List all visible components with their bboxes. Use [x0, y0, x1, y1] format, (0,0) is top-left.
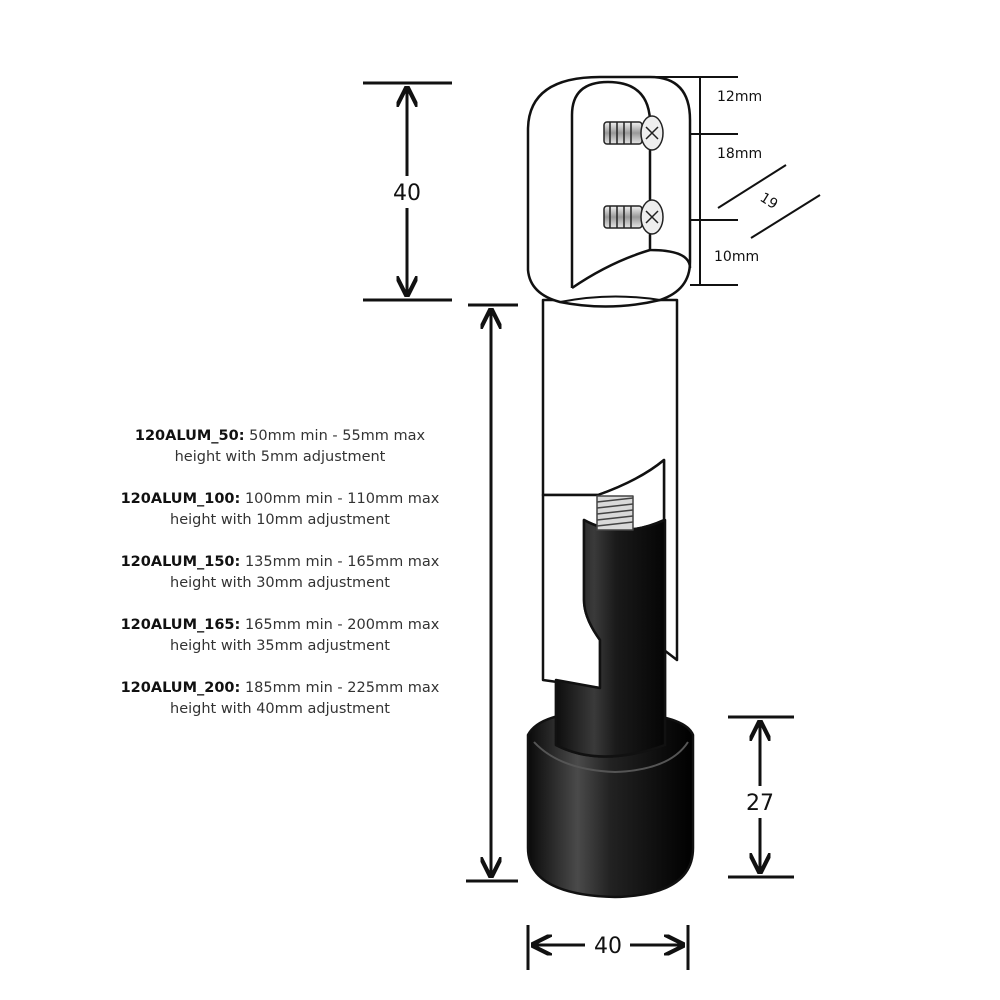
dimension-foot-width — [526, 925, 690, 970]
cap-bottom-gap-label: 10mm — [714, 249, 759, 265]
spec-item: 120ALUM_165: 165mm min - 200mm max heigh… — [120, 615, 440, 657]
spec-model: 120ALUM_150: — [120, 554, 241, 570]
spec-model: 120ALUM_50: — [134, 428, 245, 444]
spec-text: 50mm min - 55mm max height with 5mm adju… — [174, 428, 426, 465]
spec-model: 120ALUM_100: — [120, 491, 241, 507]
cap-height-label: 40 — [393, 181, 421, 206]
foot-height-label: 27 — [746, 791, 774, 816]
spec-text: 135mm min - 165mm max height with 30mm a… — [170, 554, 440, 591]
model-specifications: 120ALUM_50: 50mm min - 55mm max height w… — [120, 426, 440, 741]
end-cap — [526, 75, 692, 308]
cap-height-label-bg — [390, 176, 424, 208]
spec-item: 120ALUM_150: 135mm min - 165mm max heigh… — [120, 552, 440, 594]
spec-model: 120ALUM_165: — [120, 617, 241, 633]
spec-item: 120ALUM_50: 50mm min - 55mm max height w… — [120, 426, 440, 468]
screw-bottom — [603, 199, 664, 235]
foot-width-label: 40 — [594, 934, 622, 959]
spec-item: 120ALUM_100: 100mm min - 110mm max heigh… — [120, 489, 440, 531]
threaded-stud — [596, 495, 634, 531]
spec-model: 120ALUM_200: — [120, 680, 241, 696]
cap-top-gap-label: 12mm — [717, 89, 762, 105]
foot-height-label-bg — [744, 786, 776, 818]
spec-text: 185mm min - 225mm max height with 40mm a… — [170, 680, 440, 717]
spec-text: 100mm min - 110mm max height with 10mm a… — [170, 491, 440, 528]
spec-item: 120ALUM_200: 185mm min - 225mm max heigh… — [120, 678, 440, 720]
screw-spacing-label: 18mm — [717, 146, 762, 162]
leg-assembly — [526, 75, 695, 899]
dimension-total-height — [466, 303, 518, 883]
screw-top — [603, 115, 664, 151]
screw-length-label: 19 — [757, 190, 781, 213]
spec-text: 165mm min - 200mm max height with 35mm a… — [170, 617, 440, 654]
